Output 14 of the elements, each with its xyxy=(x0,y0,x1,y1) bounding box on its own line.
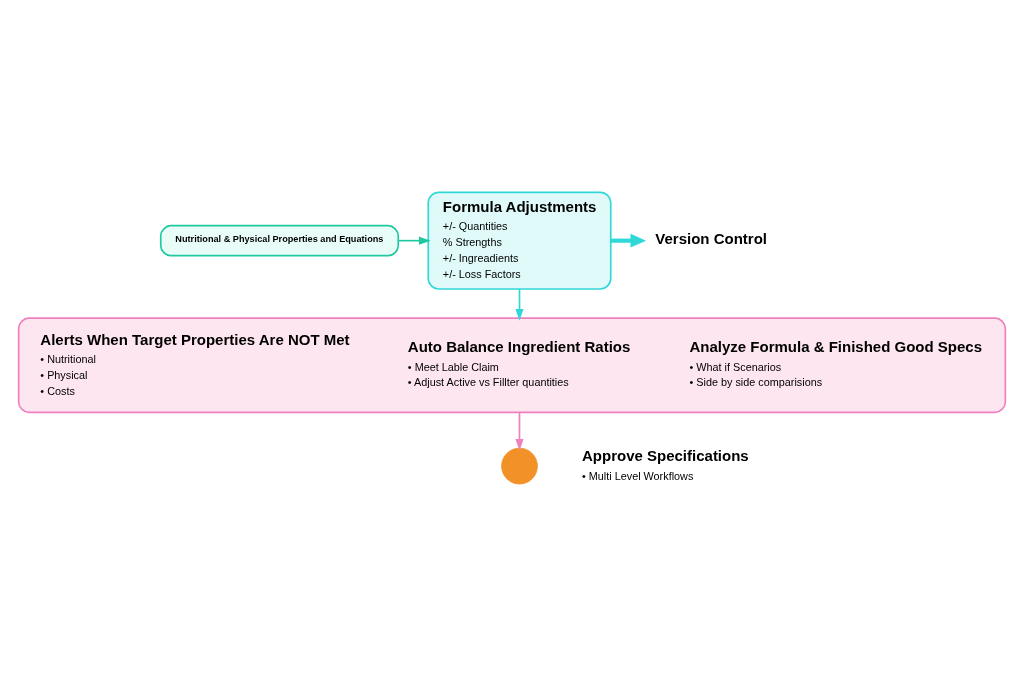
node-label: • Multi Level Workflows xyxy=(582,469,694,482)
cluster xyxy=(17,317,1007,414)
node-label: Approve Specifications xyxy=(582,447,749,465)
arrow xyxy=(515,411,524,451)
node-text: Version Control xyxy=(655,229,768,247)
node-text: Alerts When Target Properties Are NOT Met • Nutritional • Physical • Costs xyxy=(40,330,350,397)
node-box: Nutritional & Physical Properties and Equations xyxy=(159,224,400,257)
arrow xyxy=(515,288,524,321)
arrow xyxy=(610,233,647,248)
node-text: Analyze Formula & Finished Good Specs • What if Scenarios • Side by side comparisions xyxy=(689,338,983,389)
arrow xyxy=(397,236,431,245)
node-text: Auto Balance Ingredient Ratios • Meet Lable Claim • Adjust Active vs Fillter quantities xyxy=(407,338,631,389)
node-circle xyxy=(501,447,538,485)
node-box: Formula Adjustments +/- Quantities % Strengths +/- Ingreadients +/- Loss Factors xyxy=(427,191,612,290)
